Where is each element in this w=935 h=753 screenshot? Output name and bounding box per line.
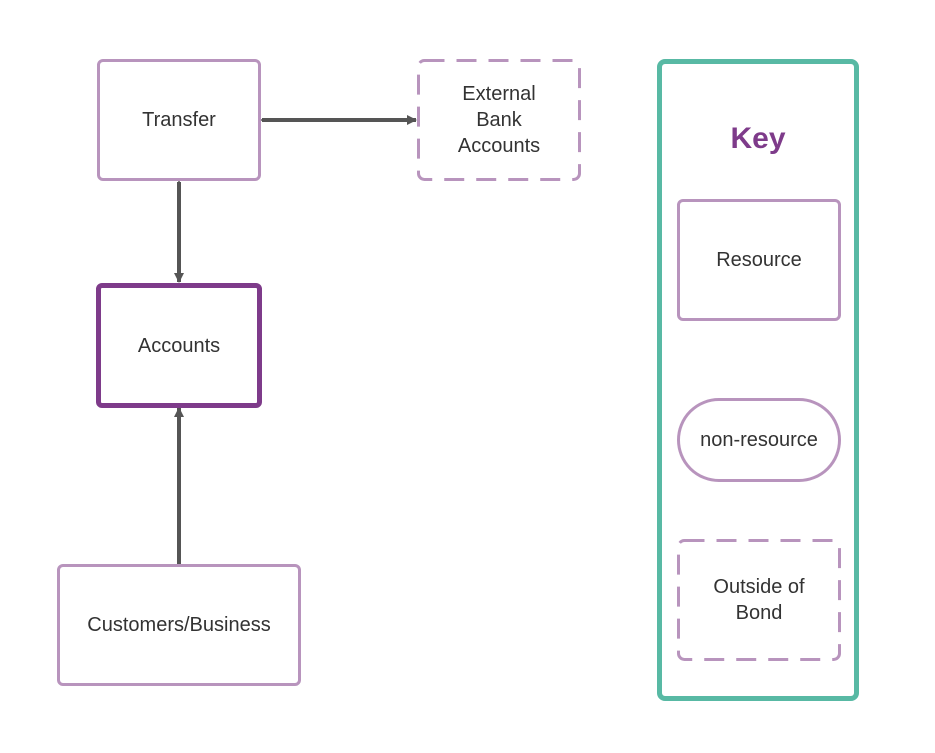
key-non-resource-label: non-resource — [700, 429, 818, 451]
key-outside-of-bond-label: Outside of Bond — [713, 576, 805, 624]
external-bank-accounts-label: External Bank Accounts — [457, 83, 541, 157]
customers-business-node: Customers/Business — [57, 564, 301, 686]
transfer-label: Transfer — [142, 109, 216, 131]
accounts-node: Accounts — [96, 283, 262, 408]
key-resource-label: Resource — [716, 249, 802, 271]
transfer-node: Transfer — [97, 59, 261, 181]
key-panel — [657, 59, 859, 701]
accounts-label: Accounts — [137, 334, 221, 357]
key-title: Key — [730, 122, 786, 155]
dashed-border — [417, 59, 581, 181]
key-resource-shape: Resource — [677, 199, 841, 321]
key-non-resource-shape: non-resource — [677, 398, 841, 482]
key-outside-of-bond-shape: Outside of Bond — [677, 539, 841, 661]
customers-business-label: Customers/Business — [87, 614, 271, 636]
external-bank-accounts-node: External Bank Accounts — [417, 59, 581, 181]
dashed-border — [677, 539, 841, 661]
